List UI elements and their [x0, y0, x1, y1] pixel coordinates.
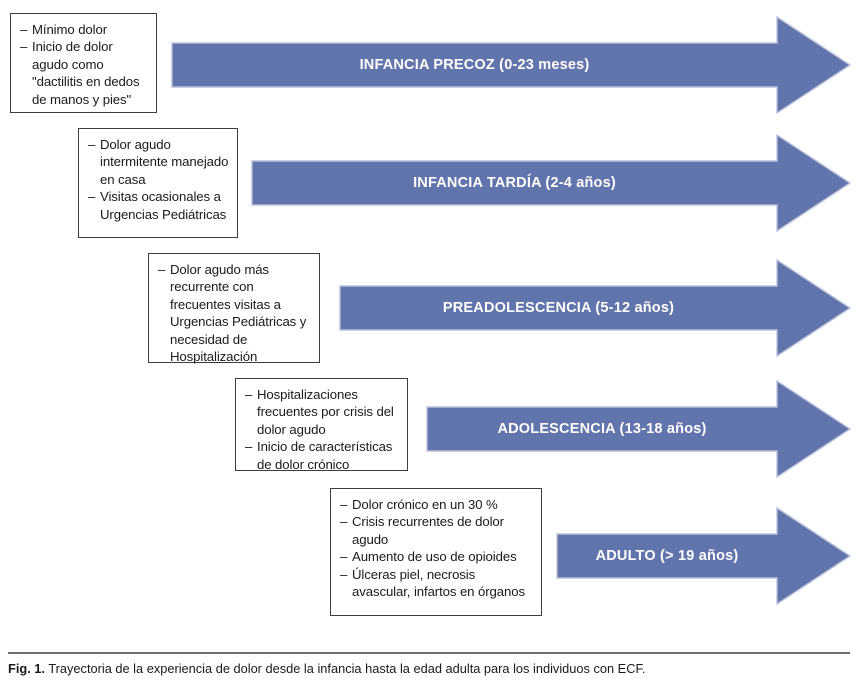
callout-box-infancia-tardia: Dolor agudo intermitente manejado en cas…: [78, 128, 238, 238]
arrow-adolescencia: ADOLESCENCIA (13-18 años): [426, 379, 852, 479]
bullet-list-infancia-precoz: Mínimo dolor Inicio de dolor agudo como …: [20, 21, 148, 108]
list-item: Dolor agudo más recurrente con frecuente…: [158, 261, 311, 365]
callout-box-adolescencia: Hospitalizaciones frecuentes por crisis …: [235, 378, 408, 473]
list-item: Dolor agudo intermitente manejado en cas…: [88, 136, 229, 188]
list-item: Inicio de características de dolor cróni…: [245, 438, 399, 473]
arrow-shape-icon: [251, 133, 852, 233]
bullet-list-preadolescencia: Dolor agudo más recurrente con frecuente…: [158, 261, 311, 365]
figure-caption: Fig. 1. Trayectoria de la experiencia de…: [8, 660, 852, 677]
arrow-infancia-precoz: INFANCIA PRECOZ (0-23 meses): [171, 15, 852, 115]
list-item: Crisis recurrentes de dolor agudo: [340, 513, 533, 548]
arrow-infancia-tardia: INFANCIA TARDÍA (2-4 años): [251, 133, 852, 233]
list-item: Hospitalizaciones frecuentes por crisis …: [245, 386, 399, 438]
caption-label: Fig. 1.: [8, 661, 45, 676]
list-item: Inicio de dolor agudo como "dactilitis e…: [20, 38, 148, 108]
bullet-list-infancia-tardia: Dolor agudo intermitente manejado en cas…: [88, 136, 229, 223]
callout-box-adulto: Dolor crónico en un 30 % Crisis recurren…: [330, 488, 542, 616]
arrow-shape-icon: [426, 379, 852, 479]
list-item: Úlceras piel, necrosis avascular, infart…: [340, 566, 533, 601]
list-item: Visitas ocasionales a Urgencias Pediátri…: [88, 188, 229, 223]
list-item: Aumento de uso de opioides: [340, 548, 533, 566]
arrow-shape-icon: [171, 15, 852, 115]
arrow-shape-icon: [556, 506, 852, 606]
arrow-preadolescencia: PREADOLESCENCIA (5-12 años): [339, 258, 852, 358]
caption-text: Trayectoria de la experiencia de dolor d…: [48, 661, 646, 676]
arrow-shape-icon: [339, 258, 852, 358]
callout-box-preadolescencia: Dolor agudo más recurrente con frecuente…: [148, 253, 320, 365]
arrow-adulto: ADULTO (> 19 años): [556, 506, 852, 606]
bullet-list-adolescencia: Hospitalizaciones frecuentes por crisis …: [245, 386, 399, 473]
caption-divider: [8, 652, 850, 654]
bullet-list-adulto: Dolor crónico en un 30 % Crisis recurren…: [340, 496, 533, 600]
callout-box-infancia-precoz: Mínimo dolor Inicio de dolor agudo como …: [10, 13, 157, 113]
list-item: Dolor crónico en un 30 %: [340, 496, 533, 514]
diagram-stage: Mínimo dolor Inicio de dolor agudo como …: [0, 0, 858, 625]
list-item: Mínimo dolor: [20, 21, 148, 39]
